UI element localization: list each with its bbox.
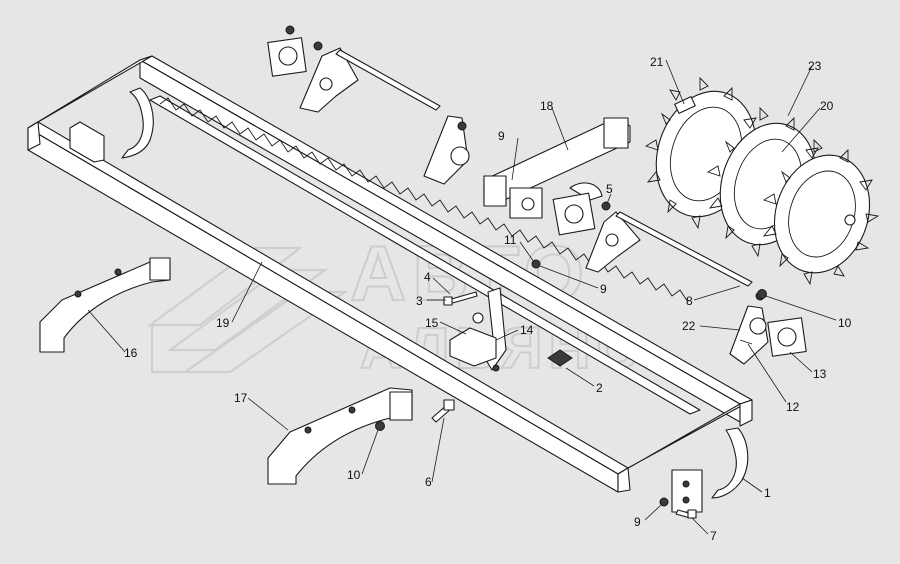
callout-21: 21 [650,55,664,69]
callout-1: 1 [764,486,771,500]
callout-9-bottom: 9 [634,515,641,529]
callout-11: 11 [504,233,517,247]
callout-12: 12 [786,400,800,414]
callout-20: 20 [820,99,834,113]
spring-tine-left [121,87,154,159]
watermark-logo-icon [146,246,349,374]
callout-14: 14 [520,323,534,337]
callout-13: 13 [813,367,827,381]
bearing-arm-22 [729,291,769,365]
callout-9-top: 9 [498,129,505,143]
bolt-3 [443,291,478,306]
callout-4: 4 [424,270,431,284]
spring-tine-right [671,427,749,513]
tine-holder-14 [449,287,507,372]
callout-23: 23 [808,59,822,73]
bearing-assembly-5 [509,187,641,273]
mount-bracket-16 [39,257,171,353]
callout-3: 3 [416,294,423,308]
roller-shaft-8 [615,211,753,287]
callout-6: 6 [425,475,432,489]
callout-2: 2 [596,381,603,395]
flange-bearing-13 [767,317,807,357]
callout-19: 19 [216,316,230,330]
leader-lines [87,59,837,535]
main-frame [27,55,753,493]
nut-10-lower [375,421,385,431]
toothed-ring-third [762,138,880,286]
bearing-arm-assembly-top [267,25,470,185]
callout-7: 7 [710,529,717,543]
bolt-6 [431,399,455,423]
callout-15: 15 [425,316,439,330]
nut-10-right [757,289,767,299]
callout-22: 22 [682,319,696,333]
callout-8: 8 [686,294,693,308]
callout-16: 16 [124,346,138,360]
callout-10-right: 10 [838,316,852,330]
callout-9-middle: 9 [600,282,607,296]
roller-bracket-18 [483,117,631,207]
callout-labels: 1 2 3 4 5 6 7 8 9 9 9 10 10 11 12 13 14 … [124,55,852,543]
callout-10-bottom: 10 [347,468,361,482]
callout-18: 18 [540,99,554,113]
mount-bracket-17 [267,387,413,485]
callout-5: 5 [606,182,613,196]
callout-17: 17 [234,391,248,405]
clip-2 [547,349,573,367]
